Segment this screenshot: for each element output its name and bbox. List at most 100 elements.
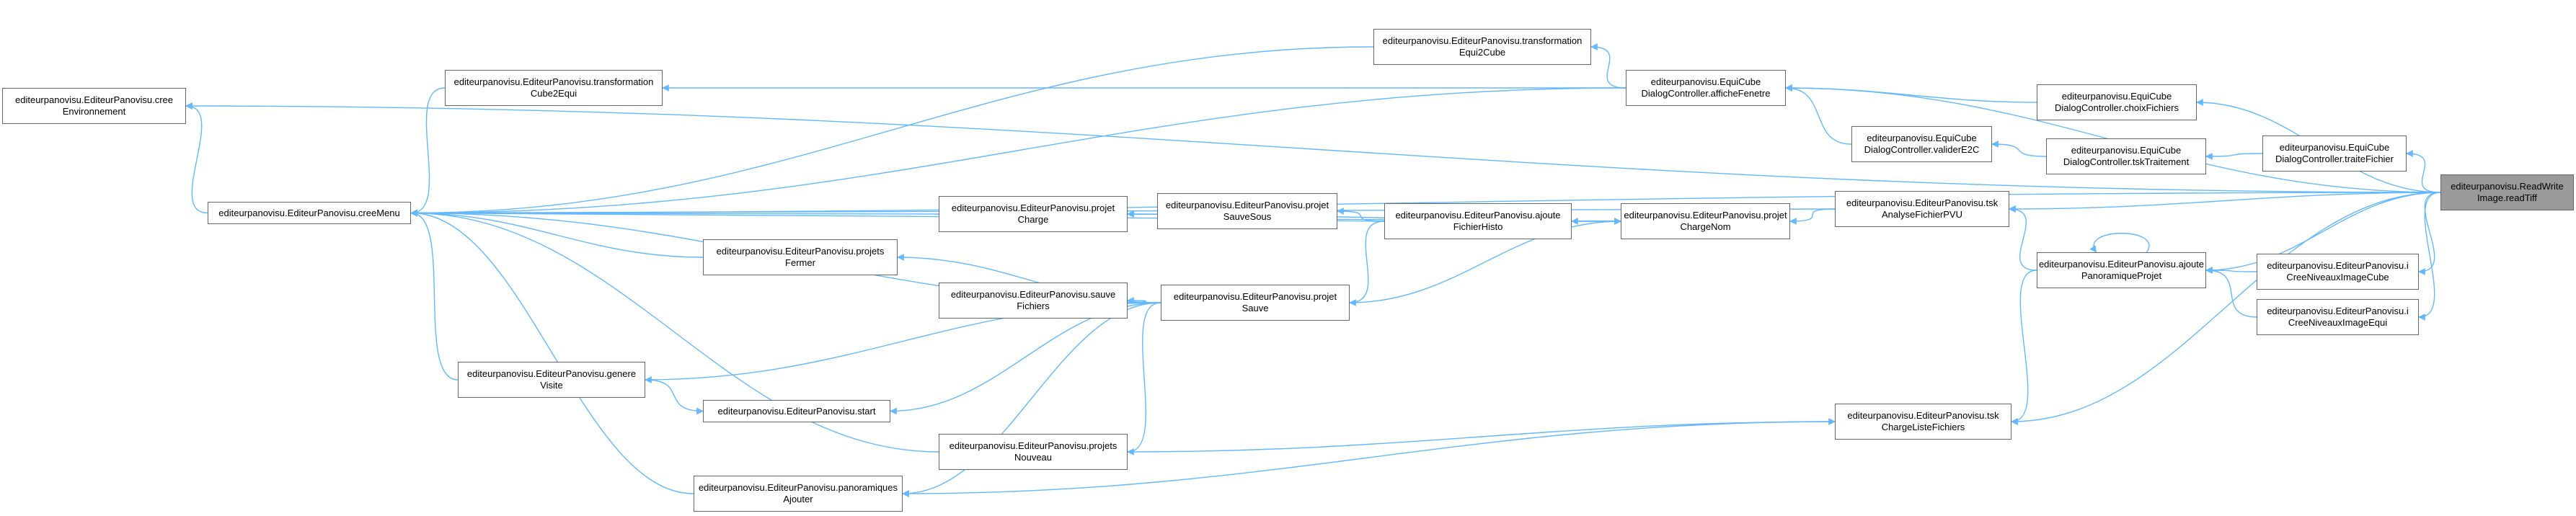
node-label-line: editeurpanovisu.EquiCube [2279, 142, 2390, 153]
node-label-line: editeurpanovisu.EditeurPanovisu.projets [716, 246, 885, 257]
node-label-line: editeurpanovisu.EquiCube [1867, 133, 1977, 143]
edge-n2-n4 [410, 46, 1374, 217]
node-label-line: editeurpanovisu.EditeurPanovisu.projets [949, 440, 1117, 451]
node-label-line: editeurpanovisu.EditeurPanovisu.i [2267, 260, 2409, 271]
node-label-line: Fichiers [1017, 301, 1050, 311]
edge-n25-n10 [2011, 192, 2441, 425]
graph-node-n23[interactable]: editeurpanovisu.EditeurPanovisu.start [703, 400, 890, 422]
node-label-line: Sauve [1241, 303, 1269, 313]
edge-n9-n10 [2406, 150, 2441, 193]
node-label-line: editeurpanovisu.EditeurPanovisu.start [717, 405, 876, 417]
node-label-line: Charge [1017, 214, 1049, 225]
node-label-line: editeurpanovisu.EditeurPanovisu.cree [15, 94, 173, 105]
node-label-line: editeurpanovisu.EditeurPanovisu.genere [466, 368, 637, 379]
edge-n7-n8 [1991, 141, 2047, 157]
edge-n23-n18 [890, 302, 1161, 415]
edge-n15-n10 [2009, 192, 2441, 213]
node-label-line: CreeNiveauxImageEqui [2288, 317, 2388, 328]
edge-n2-n22 [410, 209, 459, 381]
edge-n25-n19 [2011, 270, 2037, 425]
node-label-line: PanoramiqueProjet [2081, 270, 2162, 281]
node-label-line: DialogController.tskTraitement [2063, 156, 2190, 167]
node-label-line: DialogController.validerE2C [1864, 144, 1980, 155]
edge-n2-n5 [410, 87, 1626, 217]
edge-n24-n18 [1127, 302, 1161, 455]
node-label-line: Environnement [62, 106, 126, 117]
node-label-line: editeurpanovisu.EditeurPanovisu.transfor… [453, 76, 654, 87]
graph-node-n4[interactable]: editeurpanovisu.EditeurPanovisu.transfor… [1373, 29, 1591, 65]
node-label-line: CreeNiveauxImageCube [2286, 272, 2389, 283]
edge-n14-n18 [1349, 218, 1621, 303]
edge-n19-n19 [2089, 233, 2150, 253]
edge-n19-n20 [2205, 267, 2257, 274]
node-label-line: Cube2Equi [530, 88, 577, 99]
node-label-line: Fermer [785, 257, 815, 268]
node-label-line: Nouveau [1014, 452, 1053, 463]
node-label-line: Visite [540, 380, 563, 391]
node-label-line: editeurpanovisu.EditeurPanovisu.projet [1165, 200, 1329, 210]
node-label-line: Ajouter [783, 494, 813, 504]
node-label-line: editeurpanovisu.EditeurPanovisu.sauve [950, 289, 1116, 300]
node-label-line: FichierHisto [1453, 221, 1503, 232]
node-label-line: editeurpanovisu.EditeurPanovisu.ajoute [2038, 259, 2205, 270]
edge-n18-n13 [1349, 221, 1385, 306]
node-label-line: editeurpanovisu.EditeurPanovisu.panorami… [698, 482, 898, 493]
edge-n26-n25 [902, 421, 1836, 497]
graph-node-n3[interactable]: editeurpanovisu.EditeurPanovisu.transfor… [445, 70, 663, 106]
node-label-line: editeurpanovisu.EditeurPanovisu.projet [1624, 210, 1787, 221]
node-label-line: DialogController.choixFichiers [2055, 102, 2179, 113]
edge-n2-n3 [410, 87, 446, 217]
node-label-line: editeurpanovisu.EditeurPanovisu.tsk [1847, 410, 1999, 421]
node-label-line: editeurpanovisu.EditeurPanovisu.tsk [1846, 197, 1999, 208]
edge-n14-n15 [1789, 208, 1836, 225]
node-label-line: editeurpanovisu.EditeurPanovisu.transfor… [1382, 35, 1583, 46]
node-label-line: editeurpanovisu.ReadWrite [2451, 181, 2564, 192]
graph-node-n2[interactable]: editeurpanovisu.EditeurPanovisu.creeMenu [208, 202, 411, 224]
node-label-line: editeurpanovisu.EditeurPanovisu.projet [1173, 291, 1337, 302]
node-label-line: DialogController.afficheFenetre [1641, 88, 1771, 99]
node-label-line: editeurpanovisu.EditeurPanovisu.projet [951, 203, 1115, 213]
edge-n15-n19 [2009, 205, 2037, 271]
node-label-line: editeurpanovisu.EditeurPanovisu.i [2267, 306, 2409, 316]
node-label-line: AnalyseFichierPVU [1882, 209, 1962, 220]
edge-n23-n22 [645, 379, 704, 415]
edge-n1-n10 [185, 102, 2441, 193]
edge-n21-n10 [2418, 192, 2441, 321]
edge-n1-n2 [185, 102, 208, 214]
node-label-line: ChargeNom [1680, 221, 1731, 232]
node-label-line: editeurpanovisu.EditeurPanovisu.ajoute [1395, 210, 1561, 221]
node-label-line: editeurpanovisu.EditeurPanovisu.creeMenu [218, 207, 400, 218]
node-label-line: ChargeListeFichiers [1881, 422, 1965, 432]
graph-node-n26[interactable]: editeurpanovisu.EditeurPanovisu.panorami… [694, 476, 903, 512]
edge-n19-n21 [2205, 267, 2257, 318]
edge-n20-n10 [2418, 192, 2441, 275]
node-label-line: editeurpanovisu.EquiCube [2061, 91, 2172, 102]
node-label-line: Equi2Cube [1459, 47, 1506, 58]
edge-n25-n24 [1127, 418, 1836, 453]
node-label-line: editeurpanovisu.EquiCube [2071, 145, 2182, 156]
edge-n12-n13 [1337, 208, 1385, 222]
